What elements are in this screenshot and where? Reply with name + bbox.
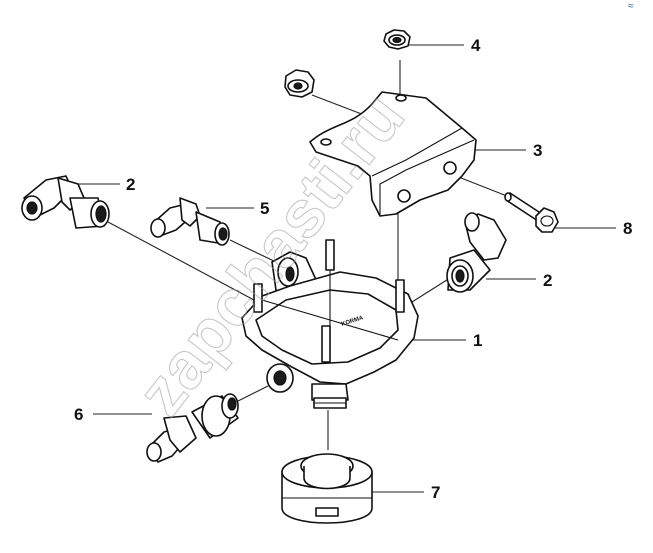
- callout-7: 7: [431, 483, 440, 502]
- callout-5: 5: [260, 199, 269, 218]
- elbow-fitting-small: [150, 197, 230, 246]
- axis-left-fitting: [107, 221, 255, 301]
- callout-3: 3: [533, 141, 542, 160]
- silencer-cap: [281, 453, 373, 524]
- leader-lines: [70, 44, 616, 493]
- callout-4: 4: [471, 36, 481, 55]
- elbow-fitting-left: [21, 175, 110, 229]
- flange-bolt: [504, 192, 559, 233]
- callout-8: 8: [623, 219, 632, 238]
- callout-6: 6: [74, 405, 83, 424]
- elbow-fitting-right: [446, 212, 507, 293]
- mounting-bracket: [309, 91, 477, 217]
- axis-right-fitting: [411, 277, 451, 303]
- axis-bolt8: [455, 175, 513, 199]
- corner-mark: ≈: [628, 1, 634, 12]
- callout-1: 1: [473, 331, 482, 350]
- callout-labels: 1 2 2 3 4 5 6 7 8: [74, 36, 632, 502]
- valve-body: KORMA: [241, 239, 419, 409]
- flange-nut-left: [284, 69, 315, 98]
- callout-2-right: 2: [543, 271, 552, 290]
- axis-fitting5: [229, 239, 277, 263]
- elbow-fitting-lower: [146, 393, 239, 463]
- flange-nut-top: [383, 29, 411, 50]
- callout-2-left: 2: [126, 175, 135, 194]
